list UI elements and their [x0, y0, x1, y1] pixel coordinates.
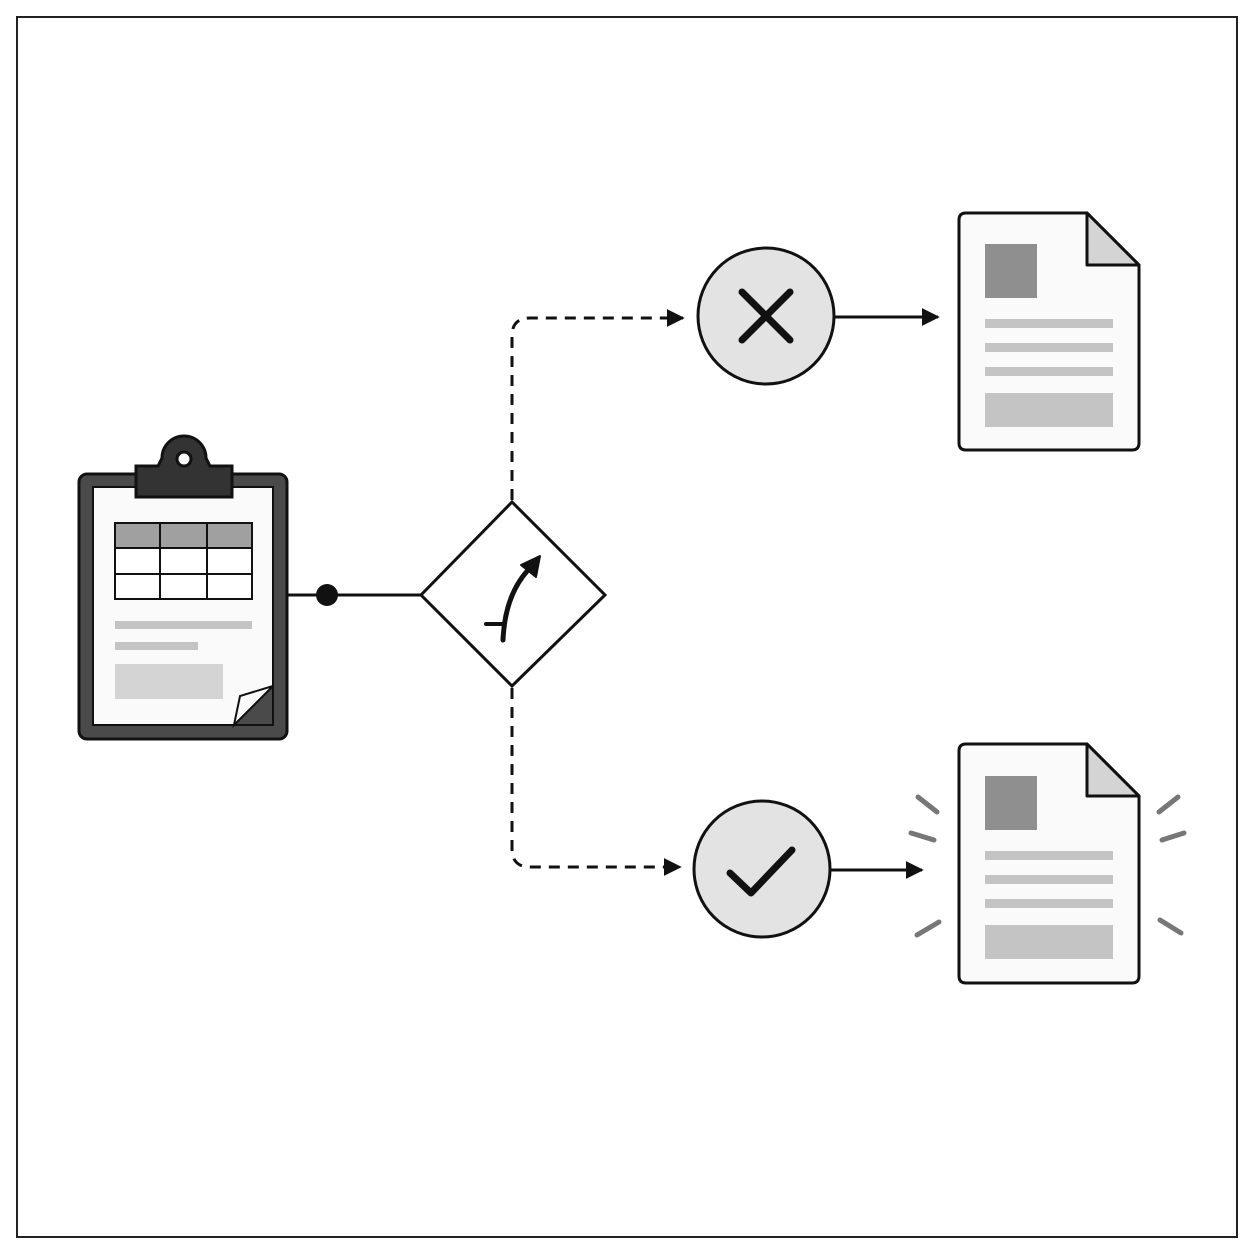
highlight-rays: [908, 794, 1187, 938]
x-icon: [738, 288, 794, 344]
decision-diamond: [418, 499, 608, 689]
check-icon: [726, 846, 796, 897]
curved-arrow-icon: [484, 555, 541, 643]
approved-document-icon: [957, 742, 1141, 985]
connector-dot: [316, 584, 338, 606]
connector-source-to-decision: [287, 584, 421, 606]
clipboard-icon: [77, 434, 289, 741]
dashed-path-to-approve: [510, 688, 682, 876]
reject-status-node: [696, 246, 836, 386]
approve-status-node: [692, 799, 832, 939]
rejected-document-icon: [957, 211, 1141, 452]
dashed-path-to-reject: [510, 309, 685, 500]
